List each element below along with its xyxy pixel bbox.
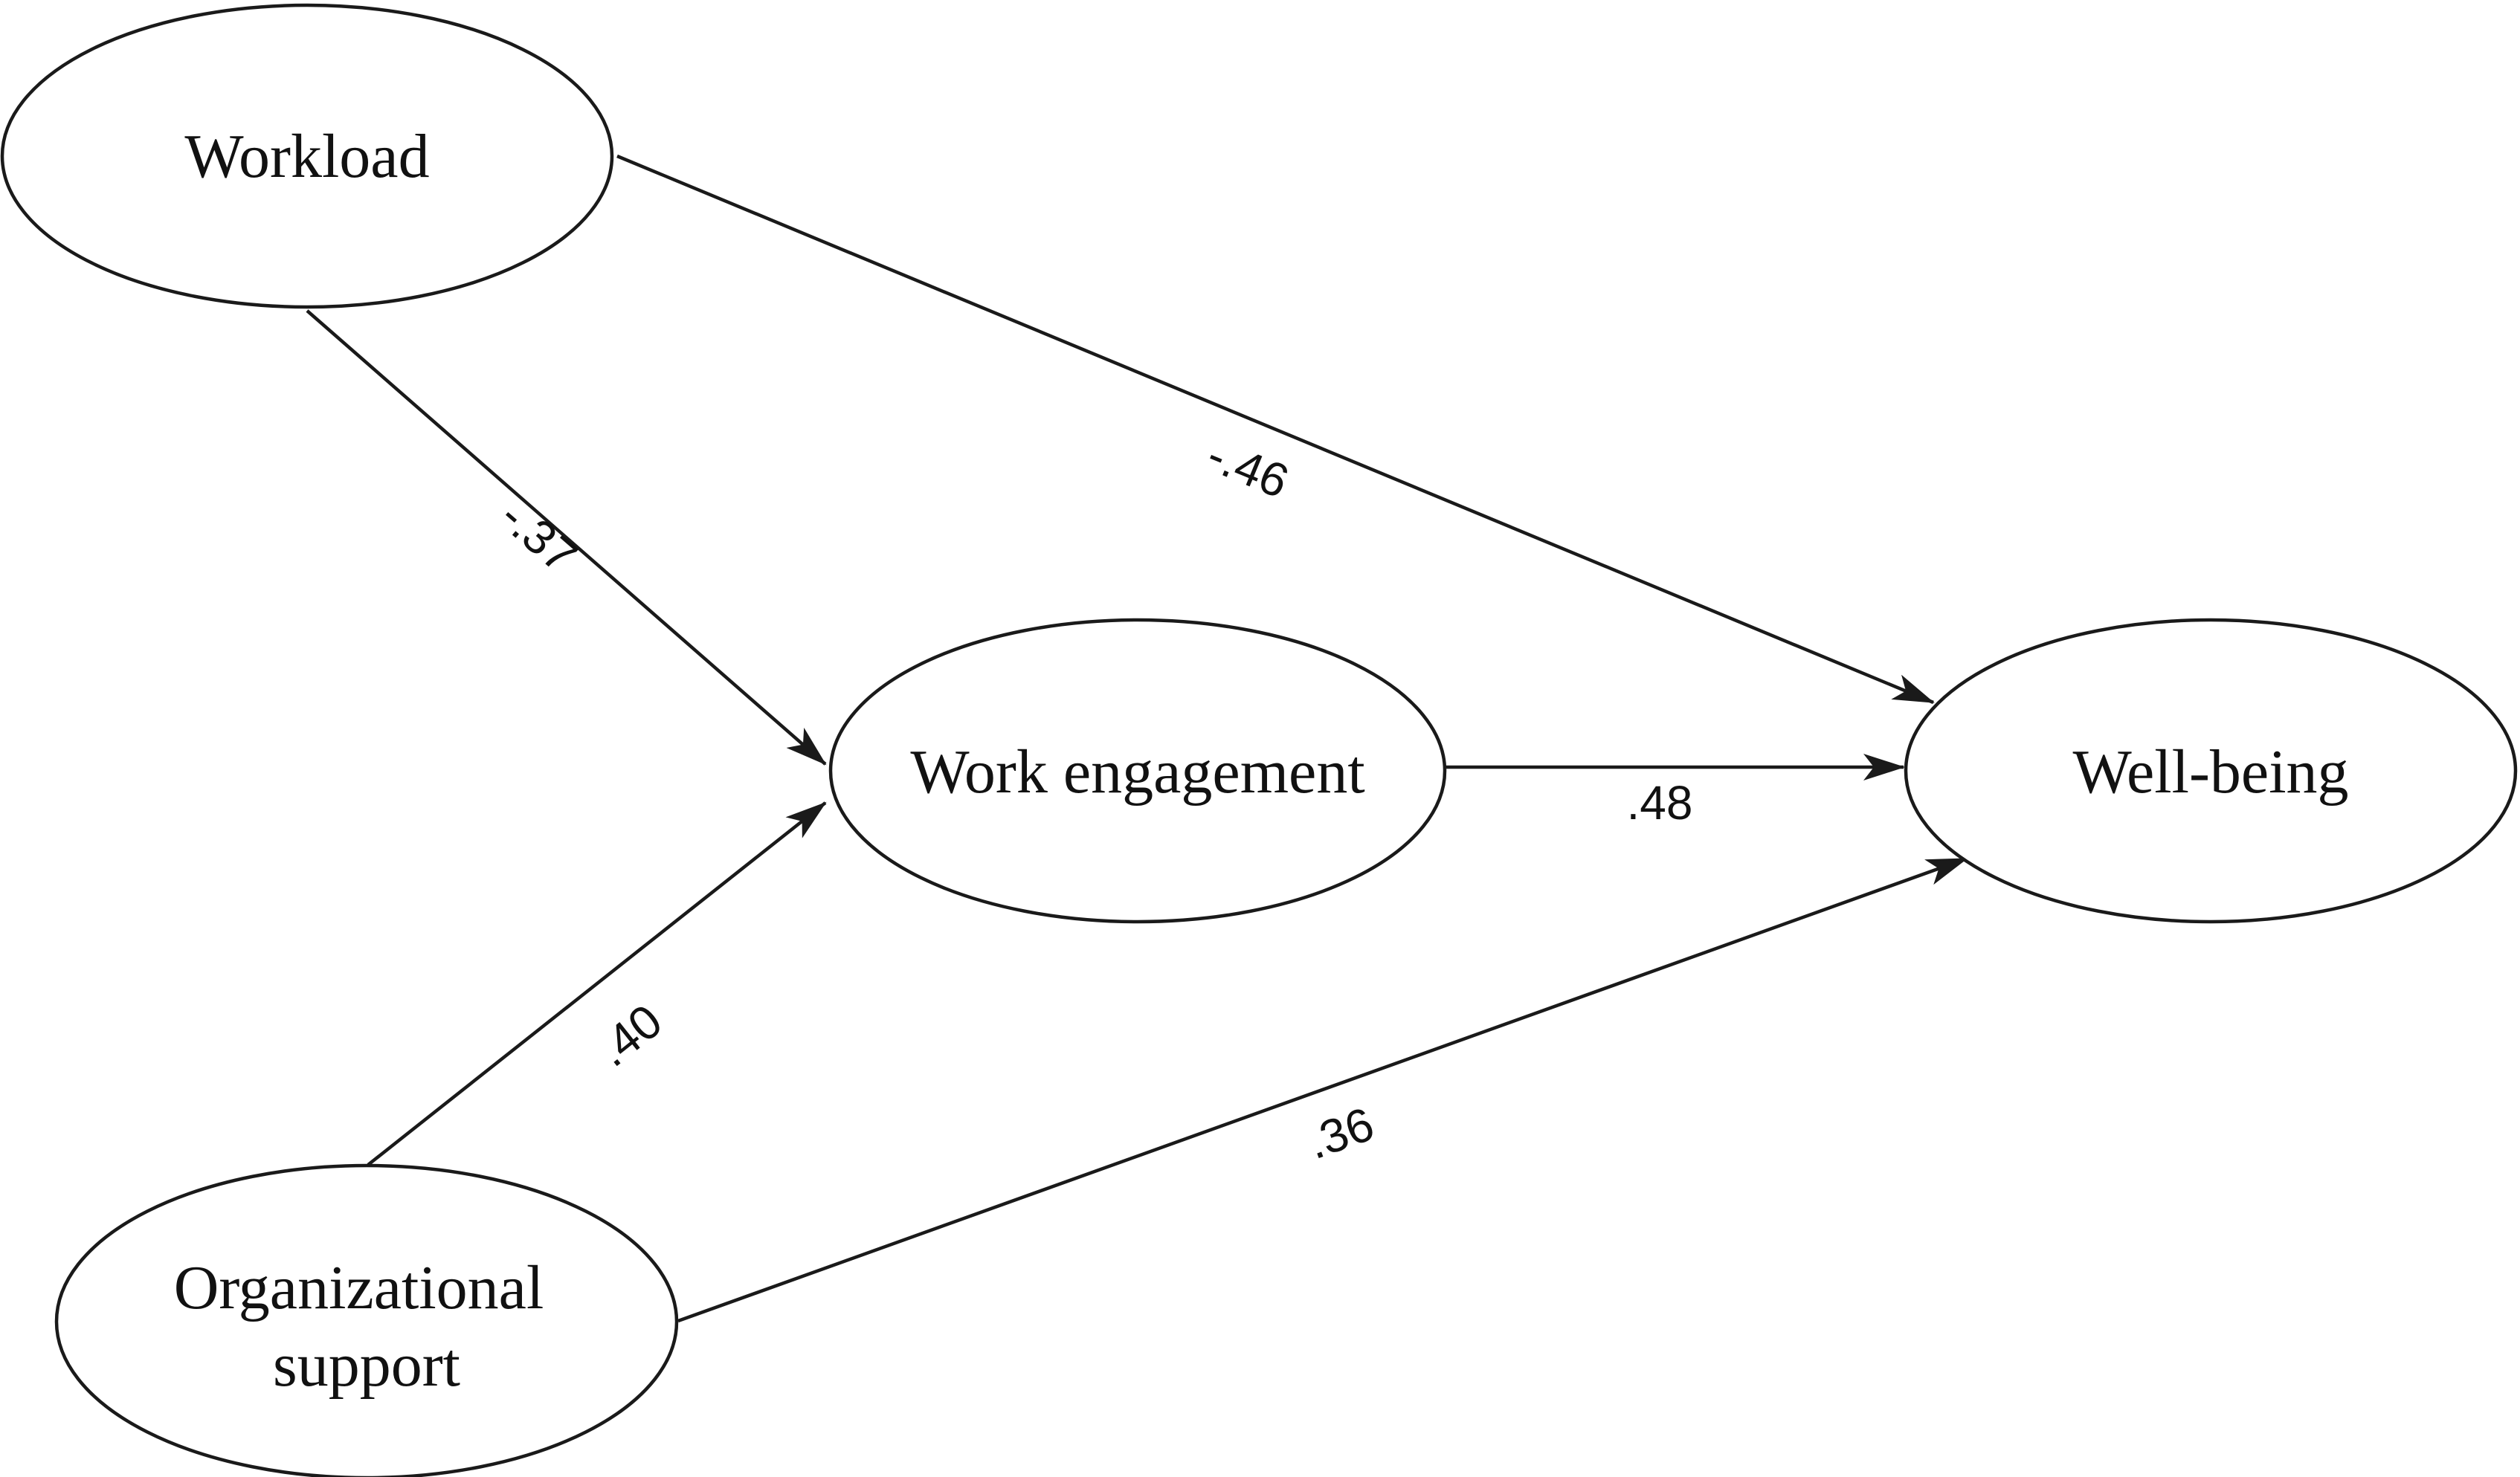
coefficient-support-engagement: .40 (587, 994, 671, 1077)
edges (306, 154, 1968, 1323)
node-organizational-support-label: Organizational support (174, 1253, 560, 1400)
coefficient-workload-engagement: -.37 (490, 489, 587, 584)
coefficient-engagement-wellbeing: .48 (1627, 776, 1693, 830)
edge-support-to-wellbeing (677, 856, 1968, 1323)
edge-workload-to-engagement (306, 309, 827, 766)
node-workload: Workload (0, 3, 614, 309)
node-workload-shape (0, 3, 614, 309)
node-well-being-shape (1904, 618, 2518, 924)
node-well-being-label: Well-being (2072, 737, 2348, 807)
coefficient-support-wellbeing: .36 (1301, 1096, 1381, 1169)
node-workload-label: Workload (184, 122, 429, 191)
node-well-being: Well-being (1904, 618, 2518, 924)
node-work-engagement-label: Work engagement (910, 737, 1364, 807)
edge-support-to-engagement (367, 801, 827, 1166)
node-work-engagement-shape (828, 618, 1447, 924)
node-organizational-support: Organizational support (54, 1163, 679, 1477)
node-work-engagement: Work engagement (828, 618, 1447, 924)
node-organizational-support-line2: support (273, 1331, 460, 1400)
edge-workload-to-wellbeing (616, 154, 1935, 705)
coefficient-workload-wellbeing: -.46 (1200, 427, 1296, 508)
node-organizational-support-line1: Organizational (174, 1253, 544, 1322)
node-organizational-support-shape (54, 1163, 679, 1477)
